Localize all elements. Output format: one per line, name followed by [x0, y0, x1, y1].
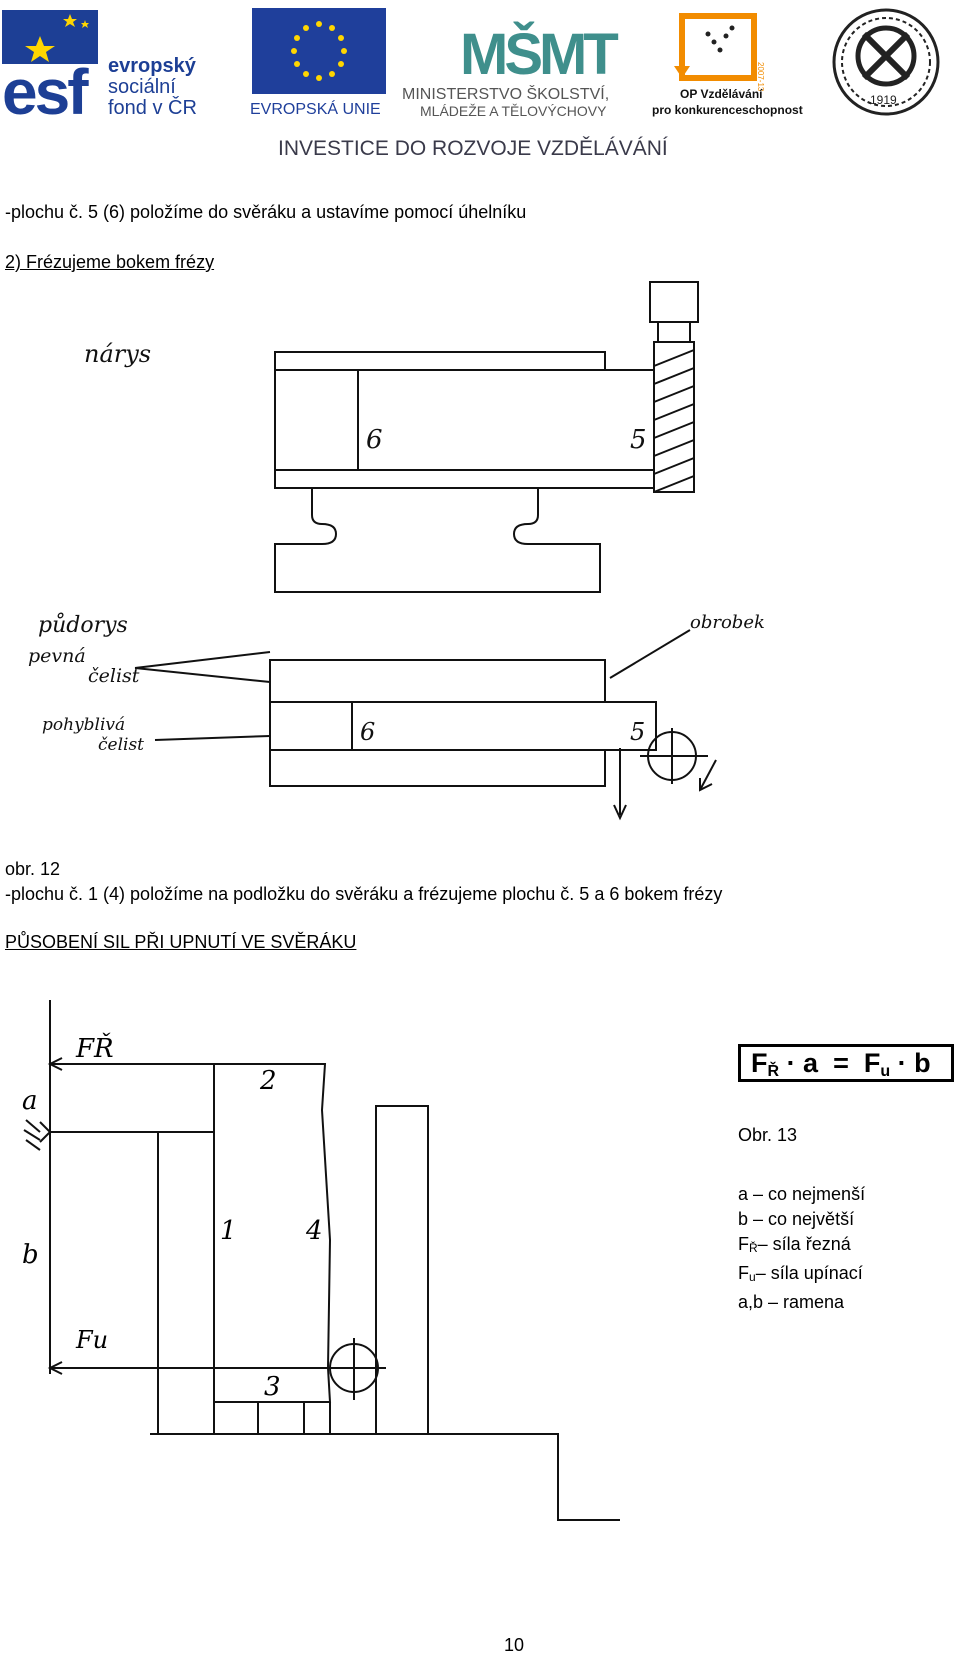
label-b: b — [22, 1240, 39, 1270]
instruction-line-2: -plochu č. 1 (4) položíme na podložku do… — [5, 884, 723, 904]
label-obrobek: obrobek — [690, 612, 765, 633]
step-2-heading: 2) Frézujeme bokem frézy — [5, 252, 215, 272]
label-plan-6: 6 — [360, 718, 375, 746]
legend: a – co nejmenší b – co největší FŘ– síla… — [738, 1182, 865, 1315]
op-years: 2007-13 — [756, 62, 765, 92]
label-fr: FŘ — [76, 1034, 114, 1064]
workpiece-front — [357, 369, 655, 471]
workpiece — [213, 1063, 332, 1403]
label-3: 3 — [264, 1372, 281, 1402]
msmt-mark: MŠMT — [460, 22, 618, 87]
legend-b: b – co největší — [738, 1209, 855, 1229]
esf-line3: fond v ČR — [108, 96, 197, 118]
label-pevna-celist: čelist — [88, 665, 140, 687]
legend-fr: FŘ– síla řezná — [738, 1234, 851, 1255]
plan-view-vise — [134, 629, 717, 821]
eu-label: EVROPSKÁ UNIE — [250, 99, 381, 118]
esf-line1: evropský — [108, 55, 197, 77]
section-heading: PŮSOBENÍ SIL PŘI UPNUTÍ VE SVĚRÁKU — [5, 932, 357, 952]
label-4: 4 — [306, 1216, 323, 1246]
movable-jaw — [375, 1105, 429, 1435]
figure-12: nárys 6 5 půdorys pevná čelist pohyblivá… — [0, 270, 800, 850]
label-pohybliva-celist: čelist — [98, 735, 144, 755]
header-tagline: INVESTICE DO ROZVOJE VZDĚLÁVÁNÍ — [278, 137, 668, 160]
fixed-jaw — [269, 659, 606, 703]
op-line2: pro konkurenceschopnost — [652, 103, 803, 117]
caption-obr-12: obr. 12 — [5, 859, 61, 879]
eu-stars-icon — [291, 21, 347, 81]
legend-a: a – co nejmenší — [738, 1184, 866, 1204]
seal-year: 1919 — [870, 93, 897, 107]
label-front-5: 5 — [630, 425, 647, 455]
label-pevna: pevná — [28, 645, 86, 667]
msmt-line2: MLÁDEŽE A TĚLOVÝCHOVY — [420, 103, 607, 119]
page-number: 10 — [504, 1635, 525, 1655]
label-narys: nárys — [84, 340, 151, 368]
front-view-vise — [274, 351, 655, 593]
fixed-jaw — [157, 1131, 215, 1435]
msmt-logo: MŠMT MINISTERSTVO ŠKOLSTVÍ, MLÁDEŽE A TĚ… — [400, 4, 640, 119]
label-front-6: 6 — [366, 425, 383, 455]
label-1: 1 — [220, 1216, 237, 1246]
star-icon — [25, 36, 55, 62]
figure-13: FŘ Fu a b 1 2 3 4 — [0, 990, 640, 1530]
label-pudorys: půdorys — [38, 611, 128, 638]
op-line1: OP Vzdělávání — [680, 87, 763, 101]
op-logo: 2007-13 OP Vzdělávání pro konkurencescho… — [648, 6, 808, 118]
instruction-line-1: -plochu č. 5 (6) položíme do svěráku a u… — [5, 202, 527, 222]
svg-text:esf: esf — [2, 56, 89, 118]
esf-logo: esf evropský sociální fond v ČR — [0, 6, 235, 128]
parallel-block — [257, 1401, 305, 1435]
eu-logo: EVROPSKÁ UNIE — [250, 6, 390, 118]
movable-jaw — [269, 749, 606, 787]
school-seal: 1919 — [828, 6, 946, 118]
msmt-line1: MINISTERSTVO ŠKOLSTVÍ, — [402, 84, 609, 103]
label-a: a — [22, 1086, 38, 1116]
legend-fu: Fu– síla upínací — [738, 1263, 863, 1284]
label-plan-5: 5 — [630, 718, 645, 746]
caption-obr-13: Obr. 13 — [738, 1125, 798, 1145]
label-fu: Fu — [76, 1326, 109, 1354]
label-2: 2 — [260, 1066, 277, 1096]
label-pohybliva: pohyblivá — [42, 715, 125, 735]
formula-box: FŘ · a = Fu · b — [738, 1044, 954, 1082]
esf-line2: sociální — [108, 76, 176, 98]
workpiece-plan — [269, 701, 657, 751]
legend-ab: a,b – ramena — [738, 1292, 845, 1312]
milling-cutter — [649, 281, 699, 493]
arrow-icon — [674, 66, 690, 78]
